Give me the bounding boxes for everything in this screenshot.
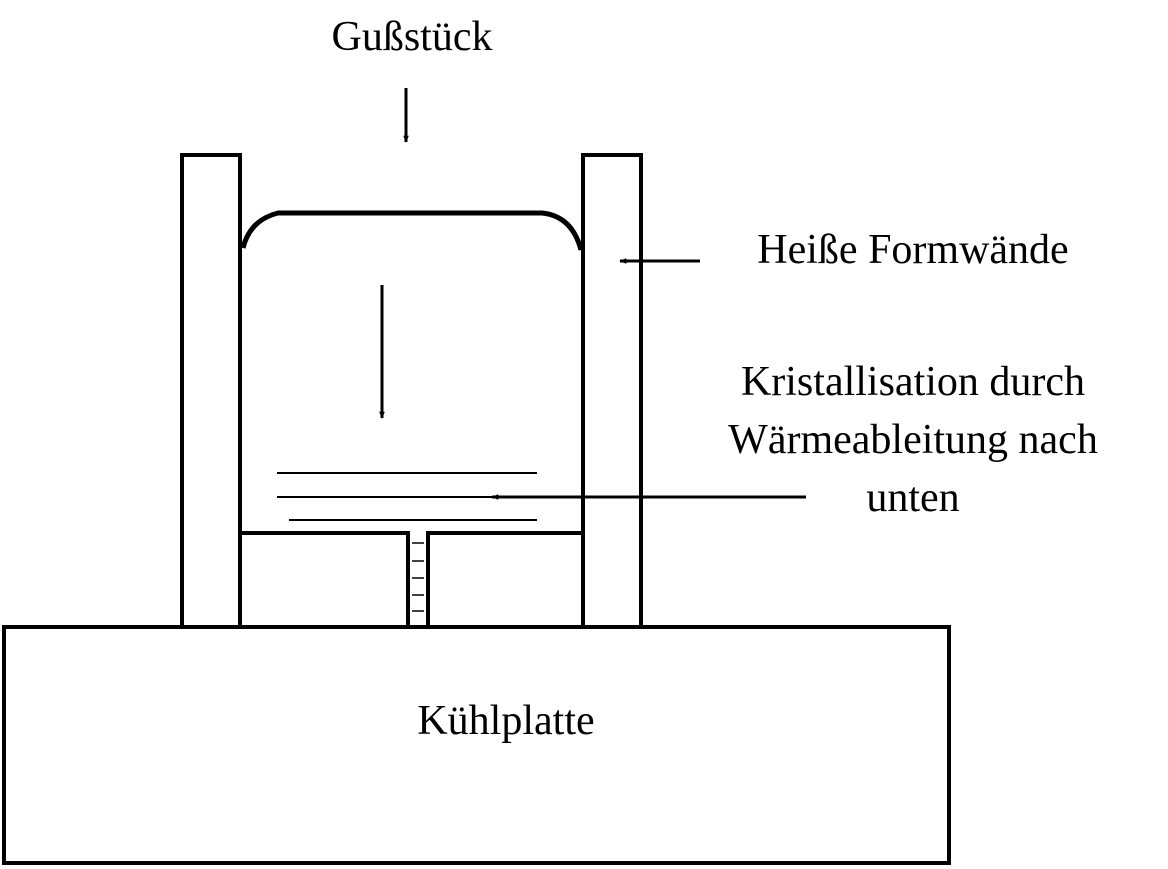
- left-base-block: [240, 531, 410, 627]
- channel-crystal-marks: [412, 542, 424, 612]
- right-mold-wall: [581, 153, 643, 629]
- cooling-plate: [2, 625, 951, 865]
- crystallization-label-line1: Kristallisation durch: [741, 359, 1085, 405]
- hot-walls-label: Heiße Formwände: [757, 227, 1068, 273]
- crystallization-label-line3: unten: [866, 475, 959, 521]
- left-mold-wall: [180, 153, 242, 629]
- cooling-plate-label: Kühlplatte: [417, 698, 594, 744]
- right-base-block: [426, 531, 583, 627]
- crystallization-label-line2: Wärmeableitung nach: [728, 417, 1098, 463]
- casting-top-surface: [240, 210, 584, 251]
- casting-label: Gußstück: [332, 14, 493, 60]
